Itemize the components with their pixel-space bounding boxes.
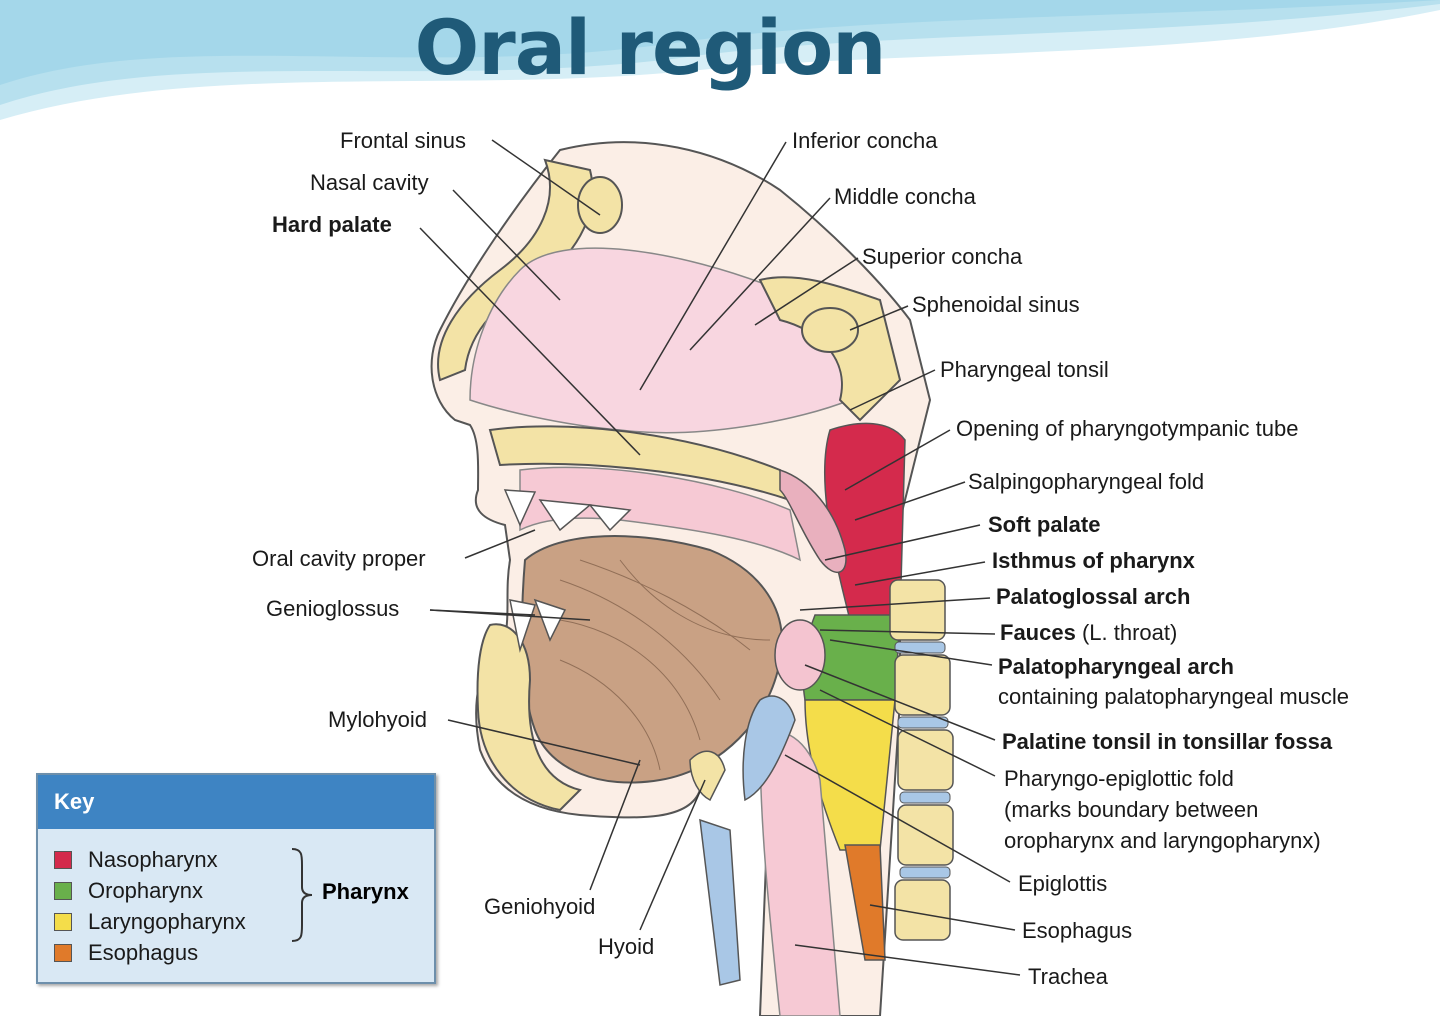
label-frontal-sinus: Frontal sinus: [340, 128, 466, 153]
label-fauces-note: (L. throat): [1075, 620, 1178, 645]
key-label-esophagus: Esophagus: [88, 940, 199, 965]
label-geniohyoid: Geniohyoid: [484, 894, 596, 919]
teeth: [503, 489, 632, 653]
label-fauces-line: Fauces (L. throat): [1000, 620, 1177, 646]
wave-header: [0, 0, 1440, 120]
label-superior-concha: Superior concha: [862, 244, 1023, 269]
label-pharyngo-note-2: oropharynx and laryngopharynx): [1004, 828, 1321, 853]
label-genioglossus: Genioglossus: [266, 596, 400, 621]
label-oral-cavity-proper: Oral cavity proper: [252, 546, 426, 571]
soft-palate: [779, 468, 847, 574]
swatch-oropharynx: [54, 882, 72, 900]
key-group-pharynx: Pharynx: [322, 879, 409, 904]
tongue-fibers: [559, 559, 771, 771]
frontal-sinus: [577, 176, 623, 234]
label-hyoid: Hyoid: [598, 934, 655, 959]
discs: [894, 641, 951, 879]
label-pharyngo-note-1: (marks boundary between: [1004, 797, 1259, 822]
swatch-nasopharynx: [54, 851, 72, 869]
label-hard-palate: Hard palate: [272, 212, 392, 237]
page-title: Oral region: [414, 3, 887, 92]
hyoid-bone: [689, 750, 726, 802]
swatch-laryngopharynx: [54, 913, 72, 931]
label-nasal-cavity: Nasal cavity: [310, 170, 429, 195]
key-item-laryngopharynx: Laryngopharynx: [54, 909, 246, 935]
label-palatoglossal-arch: Palatoglossal arch: [996, 584, 1191, 609]
label-isthmus-of-pharynx: Isthmus of pharynx: [992, 548, 1195, 573]
label-esophagus: Esophagus: [1022, 918, 1133, 943]
label-pharyngo-epiglottic-fold: Pharyngo-epiglottic fold: [1004, 766, 1234, 791]
key-legend: Key Nasopharynx Oropharynx Laryngopharyn…: [36, 773, 436, 984]
esophagus-zone: [844, 844, 886, 961]
key-header: Key: [38, 775, 434, 829]
nasopharynx-zone: [823, 422, 906, 621]
key-label-nasopharynx: Nasopharynx: [88, 847, 218, 872]
label-palatopharyngeal-arch: Palatopharyngeal arch: [998, 654, 1234, 679]
key-brace: [291, 848, 313, 942]
key-item-nasopharynx: Nasopharynx: [54, 847, 218, 873]
frontal-bone: [437, 158, 594, 382]
key-item-esophagus: Esophagus: [54, 940, 198, 966]
sphenoidal-sinus: [801, 307, 859, 353]
label-opening-pharyngotympanic-tube: Opening of pharyngotympanic tube: [956, 416, 1299, 441]
label-soft-palate: Soft palate: [988, 512, 1101, 537]
key-item-oropharynx: Oropharynx: [54, 878, 203, 904]
label-sphenoidal-sinus: Sphenoidal sinus: [912, 292, 1080, 317]
thyroid-cartilage: [699, 818, 741, 986]
label-palatopharyngeal-note: containing palatopharyngeal muscle: [998, 684, 1350, 709]
label-salpingopharyngeal-fold: Salpingopharyngeal fold: [968, 469, 1205, 494]
label-pharyngeal-tonsil: Pharyngeal tonsil: [940, 357, 1109, 382]
swatch-esophagus: [54, 944, 72, 962]
label-inferior-concha: Inferior concha: [792, 128, 938, 153]
vertebrae: [889, 579, 954, 941]
key-label-laryngopharynx: Laryngopharynx: [88, 909, 246, 934]
label-middle-concha: Middle concha: [834, 184, 976, 209]
label-mylohyoid: Mylohyoid: [328, 707, 428, 732]
label-trachea: Trachea: [1028, 964, 1108, 989]
palatine-tonsil: [774, 619, 826, 691]
label-epiglottis: Epiglottis: [1018, 871, 1108, 896]
label-fauces: Fauces: [1000, 620, 1076, 645]
epiglottis: [742, 695, 796, 802]
mandible: [476, 623, 582, 812]
label-palatine-tonsil: Palatine tonsil in tonsillar fossa: [1002, 729, 1333, 754]
nasal-cavity: [469, 247, 854, 434]
key-label-oropharynx: Oropharynx: [88, 878, 203, 903]
tongue: [521, 535, 783, 784]
leader-lines: [419, 139, 1021, 976]
